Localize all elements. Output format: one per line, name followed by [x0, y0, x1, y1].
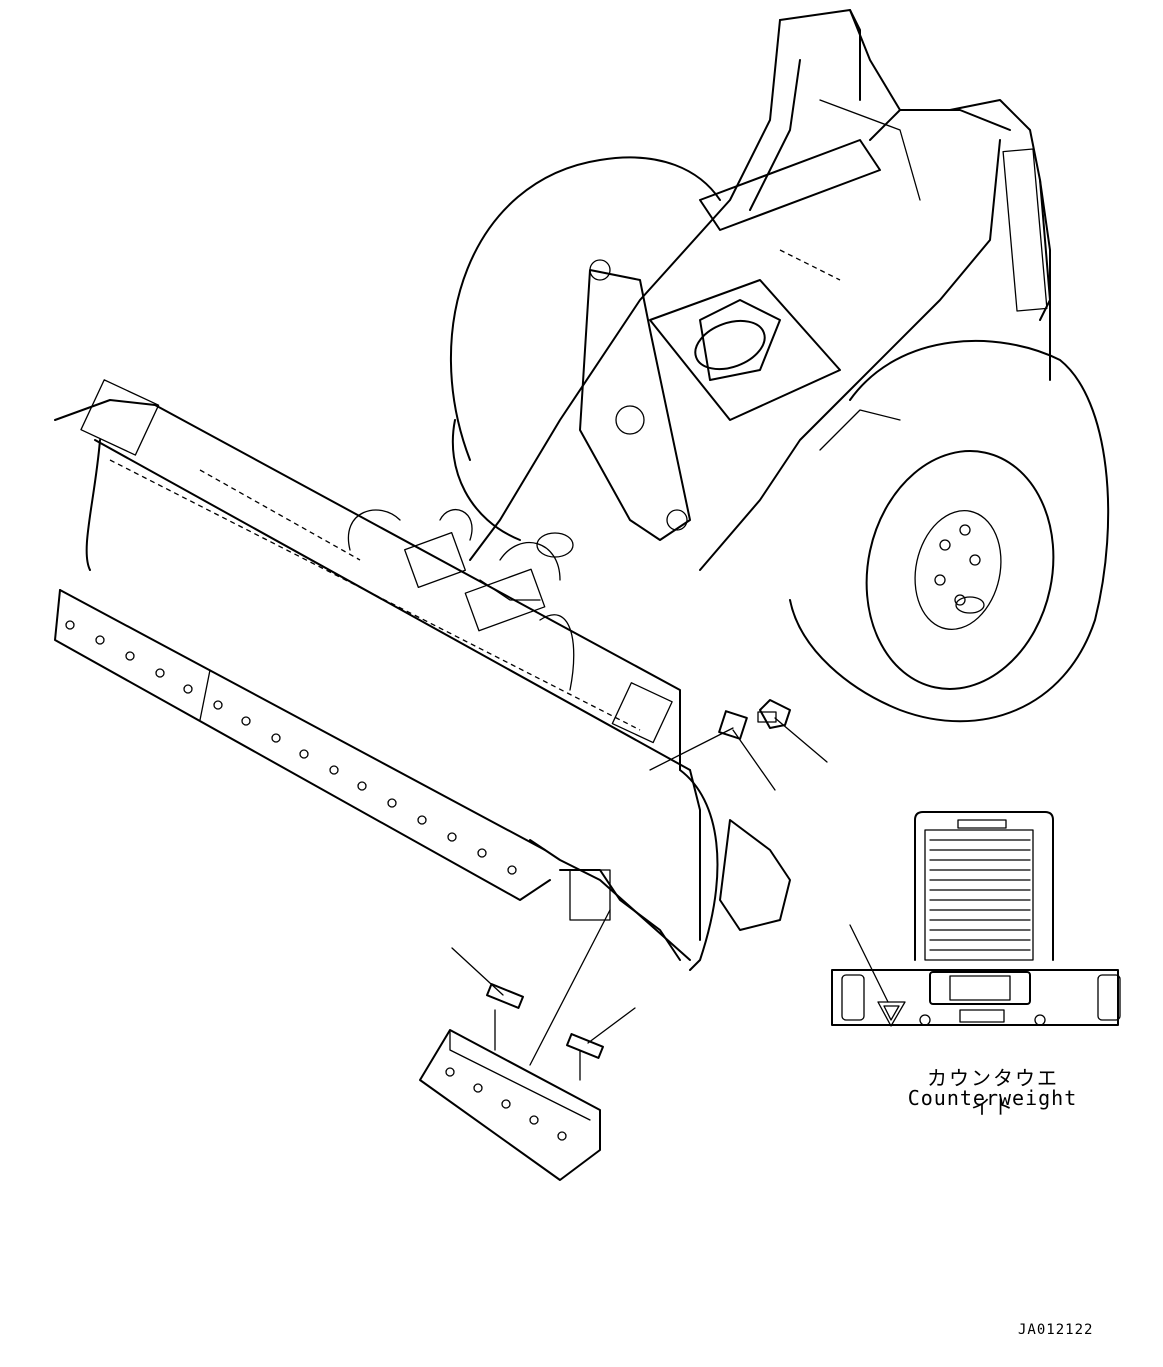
counterweight-label-jp: カウンタウエイト — [927, 1066, 1059, 1119]
rear-left-tire — [451, 157, 720, 540]
counterweight-label-en: Counterweight — [907, 1086, 1078, 1110]
rear-right-tire — [790, 341, 1108, 721]
drawing-number: JA012122 — [1018, 1322, 1094, 1338]
cutting-edge — [420, 910, 610, 1180]
counterweight-inset — [832, 812, 1120, 1026]
decal-parts — [487, 700, 790, 1058]
loader-frame — [470, 10, 1050, 570]
leader-lines — [452, 718, 888, 1043]
hydraulic-hoses — [348, 510, 573, 690]
blade — [55, 380, 790, 970]
